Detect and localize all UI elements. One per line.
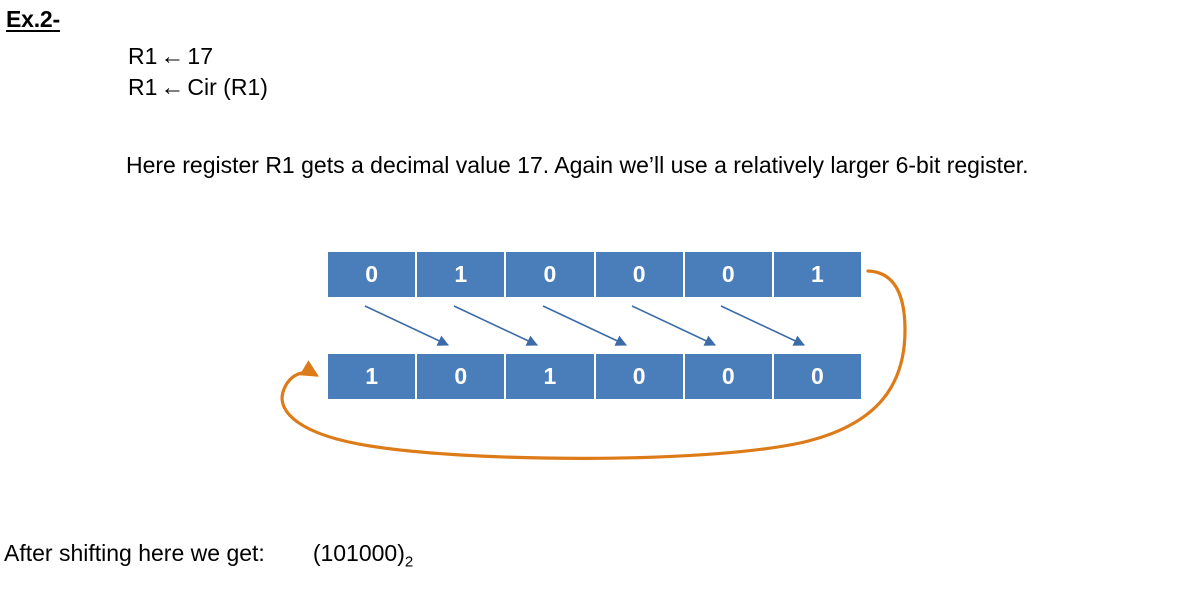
- shift-arrow-2: [453, 305, 539, 346]
- shift-arrow-5: [720, 305, 806, 346]
- bit-cell[interactable]: 1: [417, 252, 505, 297]
- bit-cell[interactable]: 0: [773, 354, 862, 399]
- page-title: Ex.2-: [6, 6, 60, 32]
- bit-cell[interactable]: 1: [773, 252, 862, 297]
- bit-cell[interactable]: 0: [684, 354, 772, 399]
- rtl-line-2: R1←Cir (R1): [128, 72, 268, 103]
- shift-arrow-1: [364, 305, 450, 346]
- left-arrow-icon: ←: [160, 43, 185, 70]
- bit-cell[interactable]: 0: [417, 354, 505, 399]
- bit-cell[interactable]: 0: [328, 252, 416, 297]
- result-caption: After shifting here we get: (101000)2: [4, 540, 413, 571]
- register-row-after-shift: 1 0 1 0 0 0: [328, 354, 862, 399]
- bit-cell[interactable]: 1: [506, 354, 594, 399]
- paragraph-text: Here register R1 gets a decimal value 17…: [126, 152, 1029, 178]
- bit-cell[interactable]: 1: [328, 354, 416, 399]
- rtl-source-2: Cir (R1): [187, 74, 268, 100]
- result-value-base: 2: [404, 553, 414, 571]
- bit-cell[interactable]: 0: [506, 252, 594, 297]
- rtl-target-1: R1: [128, 43, 158, 69]
- rtl-source-1: 17: [187, 43, 213, 69]
- bit-cell[interactable]: 0: [595, 354, 683, 399]
- result-caption-label: After shifting here we get:: [4, 540, 265, 566]
- bit-cell[interactable]: 0: [684, 252, 772, 297]
- rtl-line-1: R1←17: [128, 41, 268, 72]
- shift-arrow-4: [631, 305, 717, 346]
- bit-cell[interactable]: 0: [595, 252, 683, 297]
- register-transfer-lines: R1←17 R1←Cir (R1): [128, 41, 268, 103]
- left-arrow-icon: ←: [160, 74, 185, 101]
- result-value: (101000): [312, 540, 405, 566]
- body-paragraph: Here register R1 gets a decimal value 17…: [4, 148, 1189, 182]
- register-row-before-shift: 0 1 0 0 0 1: [328, 252, 862, 297]
- shift-arrow-3: [542, 305, 628, 346]
- rtl-target-2: R1: [128, 74, 158, 100]
